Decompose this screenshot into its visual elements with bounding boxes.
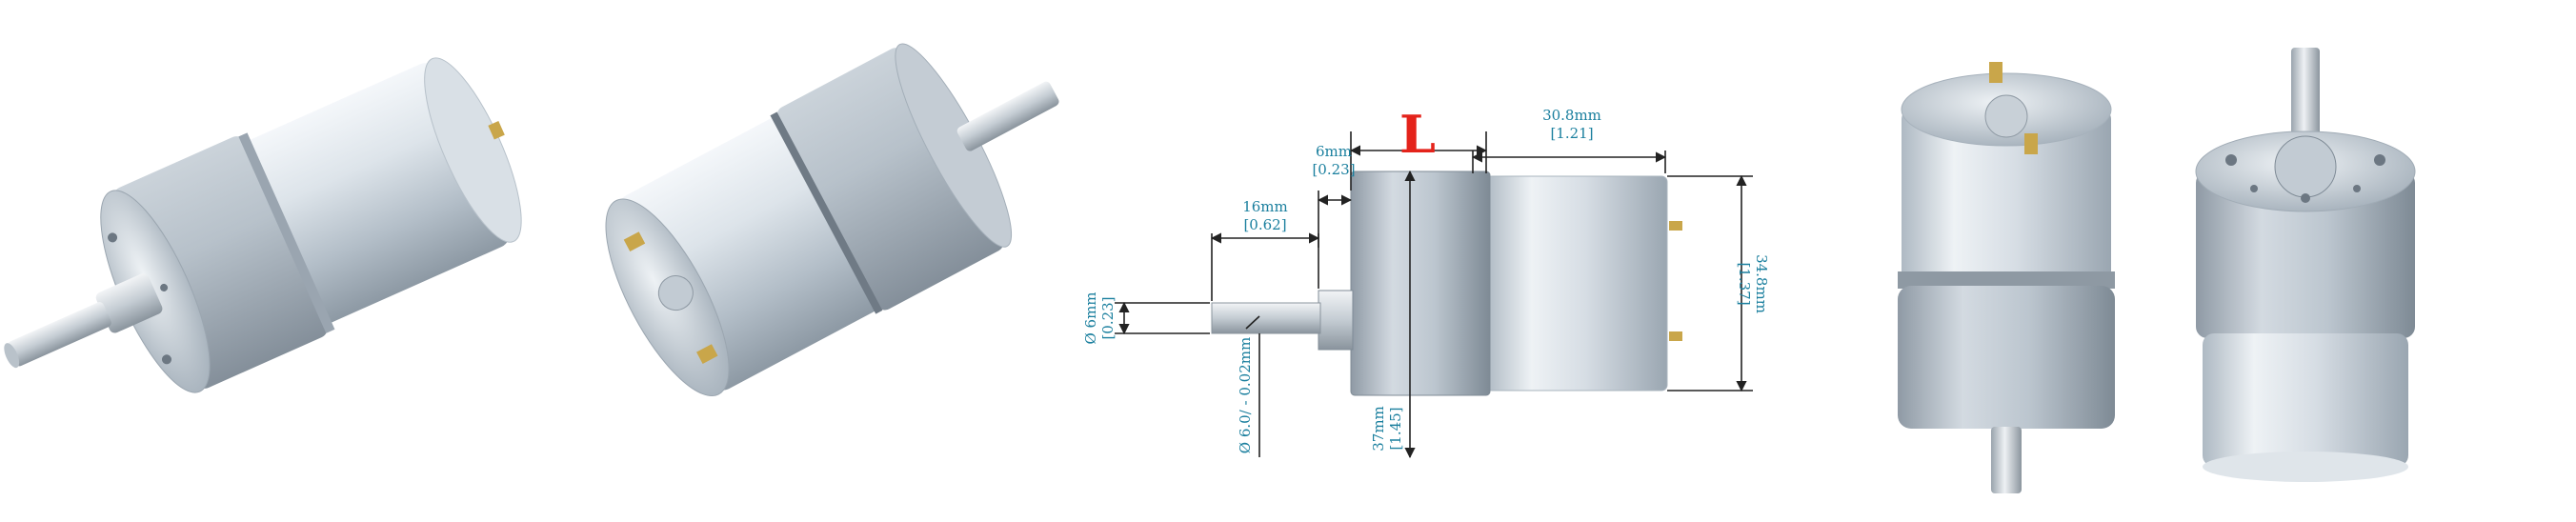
length-label-L: L — [1399, 104, 1436, 165]
gear-motor-photo-2 — [605, 43, 1059, 397]
boss-length-mm: 6mm — [1316, 143, 1352, 160]
motor-length-in: [1.21] — [1550, 125, 1593, 142]
motor-length-mm: 30.8mm — [1542, 107, 1601, 124]
gearbox-diameter-mm: 37mm — [1370, 406, 1387, 452]
gearbox-diameter-in: [1.45] — [1387, 407, 1404, 450]
shaft-tolerance: Ø 6.0/ - 0.02mm — [1237, 337, 1254, 453]
shaft-diameter-in: [0.23] — [1099, 296, 1117, 339]
shaft-length-mm: 16mm — [1242, 198, 1288, 215]
gear-motor-photo-5 — [2195, 48, 2416, 482]
motor-diameter-in: [1.37] — [1736, 262, 1753, 305]
motor-diameter-mm: 34.8mm — [1753, 254, 1770, 313]
shaft-length-in: [0.62] — [1243, 216, 1286, 233]
boss-length-in: [0.23] — [1312, 161, 1355, 178]
gear-motor-photo-4 — [1898, 62, 2115, 493]
gear-motor-photo-1 — [4, 57, 522, 393]
dimension-drawing: L 30.8mm [1.21] 6mm [0.23] 16mm [0.62] Ø… — [1082, 104, 1770, 459]
shaft-diameter-mm: Ø 6mm — [1082, 291, 1099, 344]
